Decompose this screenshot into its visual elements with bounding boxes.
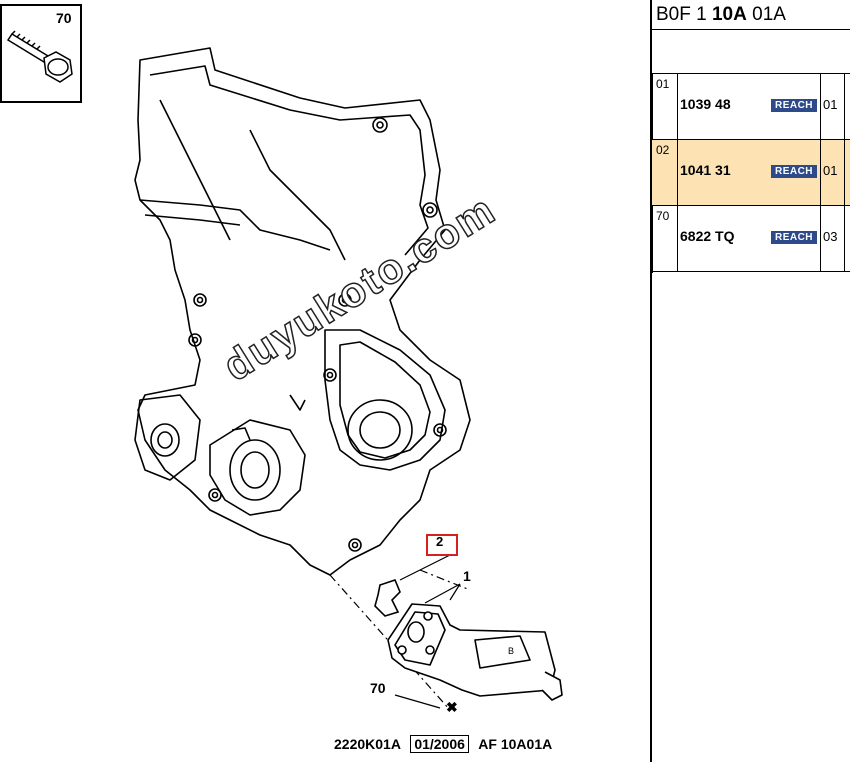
callout-1-label: 1 (463, 568, 471, 584)
bolt-inset (0, 4, 82, 103)
panel-subheader (652, 31, 850, 74)
callout-2-label: 2 (436, 534, 444, 549)
svg-text:B: B (508, 646, 514, 656)
parts-row[interactable]: 01 1039 48 REACH 01 (652, 74, 850, 140)
parts-row[interactable]: 70 6822 TQ REACH 03 (652, 206, 850, 272)
inset-label: 70 (56, 10, 72, 26)
gasket-drawing (374, 579, 401, 617)
part-reference[interactable]: 1041 31 (680, 162, 731, 178)
footer-code: 2220K01A (334, 736, 401, 752)
reach-badge: REACH (771, 231, 817, 244)
cross-mark: ✖ (446, 699, 458, 715)
callout-70-label: 70 (370, 680, 386, 696)
part-reference[interactable]: 1039 48 (680, 96, 731, 112)
leader-lines (394, 554, 461, 709)
footer-date: 01/2006 (410, 735, 469, 753)
parts-diagram: 70 (0, 4, 563, 755)
reach-badge: REACH (771, 99, 817, 112)
parts-list-panel: B0F 1 10A 01A 01 1039 48 REACH 01 02 104… (652, 0, 850, 762)
footer: 2220K01A 01/2006 AF 10A01A (334, 735, 552, 755)
footer-ref: AF 10A01A (478, 736, 553, 752)
panel-divider (650, 0, 652, 762)
oil-strainer-drawing: B (387, 603, 563, 701)
parts-row-highlighted[interactable]: 02 1041 31 REACH 01 (652, 140, 850, 206)
quantity: 01 (823, 97, 838, 112)
exploded-view-drawing: 70 (0, 4, 563, 715)
timing-cover-drawing (134, 47, 471, 576)
reach-badge: REACH (771, 165, 817, 178)
panel-header: B0F 1 10A 01A (652, 0, 850, 30)
part-reference[interactable]: 6822 TQ (680, 228, 735, 244)
quantity: 01 (823, 163, 838, 178)
callout-2-highlight[interactable] (426, 534, 458, 556)
quantity: 03 (823, 229, 838, 244)
